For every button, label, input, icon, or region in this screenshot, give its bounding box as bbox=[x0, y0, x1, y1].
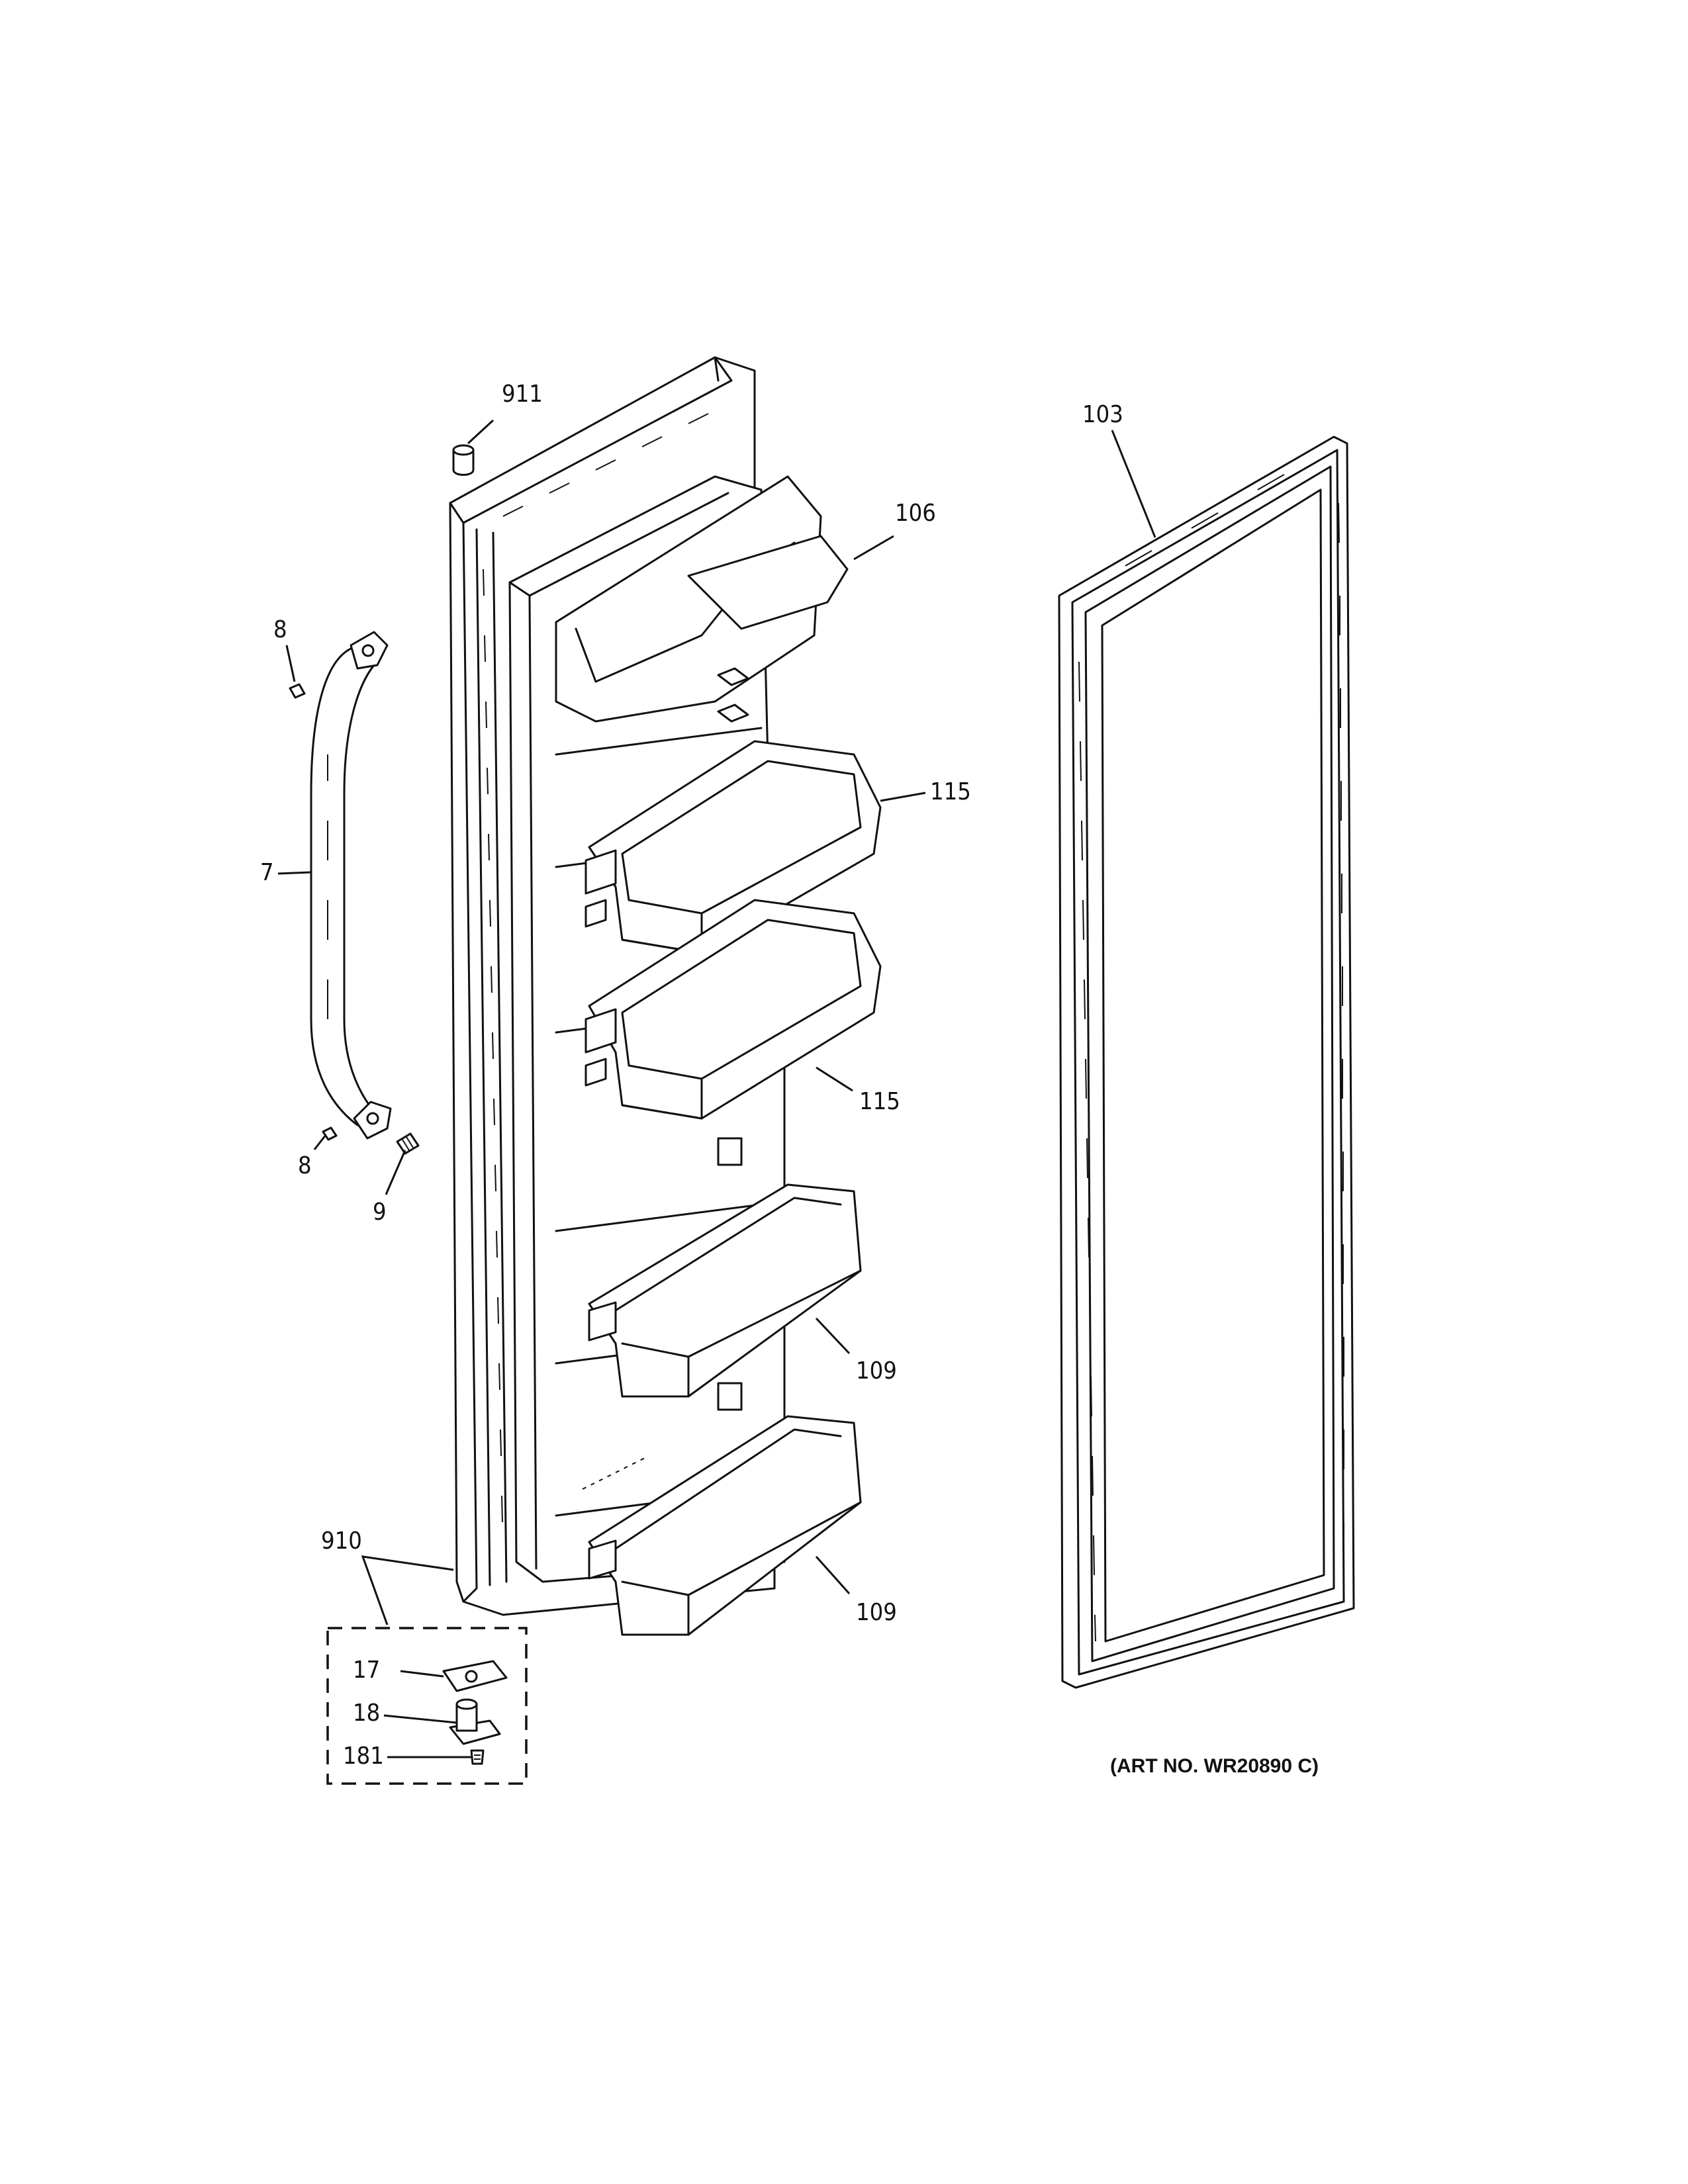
door-bin-stops bbox=[717, 1137, 743, 1411]
dairy-compartment-cover bbox=[555, 475, 822, 723]
plug-9-head bbox=[396, 1132, 420, 1155]
door-top-corner bbox=[714, 356, 720, 382]
door-bin-bottom-body bbox=[588, 1415, 862, 1636]
gasket-top-dashes bbox=[1125, 474, 1285, 567]
callout-8-bottom: 8 bbox=[298, 1152, 312, 1179]
door-bin-bottom-109 bbox=[588, 1415, 862, 1636]
hinge-screw-181 bbox=[470, 1749, 485, 1765]
door-handle-7 bbox=[310, 631, 392, 1140]
shelf-bin-lower-front bbox=[621, 1077, 703, 1120]
hinge-pin-18-top bbox=[455, 1698, 478, 1710]
door-left-edge bbox=[462, 522, 478, 1603]
door-liner-top-wall bbox=[528, 492, 729, 597]
callout-9: 9 bbox=[373, 1199, 387, 1226]
callout-109-bottom: 109 bbox=[856, 1599, 897, 1626]
door-hinge-clips bbox=[717, 667, 749, 723]
screw-8-top-body bbox=[289, 683, 306, 699]
plug-9 bbox=[396, 1132, 420, 1155]
hinge-kit-dashed-box bbox=[326, 1627, 528, 1785]
leader-lines bbox=[277, 419, 1156, 1758]
door-handle-bottom-hole bbox=[366, 1112, 379, 1125]
shelf-bin-upper-hooks bbox=[585, 849, 617, 928]
shelf-bin-upper-115 bbox=[585, 740, 882, 954]
hinge-kit-910 bbox=[326, 1627, 528, 1785]
plug-911-top bbox=[452, 444, 475, 456]
door-bin-bottom-hook bbox=[588, 1539, 617, 1580]
dairy-cover-handle bbox=[687, 535, 849, 630]
door-gasket-103 bbox=[1058, 435, 1355, 1689]
leader-8-top bbox=[285, 645, 296, 682]
callout-labels: 911 103 106 8 115 7 115 8 9 109 910 109 … bbox=[260, 381, 1123, 1770]
art-number: (ART NO. WR20890 C) bbox=[1110, 1755, 1319, 1777]
callout-181: 181 bbox=[343, 1743, 384, 1770]
leader-911 bbox=[467, 419, 494, 445]
leader-115-top bbox=[880, 792, 926, 802]
leader-9 bbox=[385, 1150, 406, 1195]
screw-8-bottom bbox=[322, 1126, 338, 1141]
plug-9-threads bbox=[402, 1136, 414, 1151]
screw-8-top bbox=[289, 683, 306, 699]
leader-103 bbox=[1111, 430, 1156, 538]
gasket-ring-2 bbox=[1071, 449, 1345, 1676]
shelf-bin-lower-body bbox=[588, 899, 882, 1120]
screw-8-bottom-body bbox=[322, 1126, 338, 1141]
door-top-edge bbox=[449, 356, 733, 524]
leader-115-mid bbox=[816, 1066, 853, 1092]
hinge-plate-17-hole bbox=[465, 1670, 478, 1683]
shelf-bin-lower-rim bbox=[621, 919, 862, 1080]
callout-7: 7 bbox=[260, 859, 274, 886]
door-gasket-line-1 bbox=[475, 528, 491, 1586]
shelf-bin-lower-115 bbox=[585, 899, 882, 1120]
callout-109-mid: 109 bbox=[856, 1357, 897, 1385]
door-gasket-dashes bbox=[483, 569, 503, 1523]
leader-17 bbox=[400, 1670, 444, 1678]
callout-8-top: 8 bbox=[273, 616, 287, 643]
gasket-inner bbox=[1101, 488, 1325, 1643]
door-bin-middle-hook bbox=[588, 1301, 617, 1342]
door-gasket-line-2 bbox=[492, 531, 508, 1583]
callout-17: 17 bbox=[353, 1657, 380, 1684]
leader-109-mid bbox=[815, 1317, 851, 1355]
shelf-bin-upper-rim bbox=[621, 760, 862, 915]
callout-115-top: 115 bbox=[930, 778, 971, 805]
callout-106: 106 bbox=[895, 500, 936, 527]
plug-911-body bbox=[452, 449, 475, 476]
leader-109-bottom bbox=[815, 1556, 851, 1594]
callout-911: 911 bbox=[502, 381, 543, 408]
leader-7 bbox=[277, 871, 312, 875]
gasket-right-dashes bbox=[1338, 502, 1344, 1562]
door-bottom-vent bbox=[582, 1455, 649, 1490]
shelf-bin-upper-body bbox=[588, 740, 882, 954]
callout-103: 103 bbox=[1082, 401, 1123, 428]
leader-8-bottom bbox=[313, 1134, 327, 1150]
door-handle-top-hole bbox=[361, 644, 375, 657]
gasket-left-dashes bbox=[1078, 661, 1096, 1642]
leader-18 bbox=[383, 1714, 457, 1724]
hinge-screw-181-threads bbox=[474, 1754, 481, 1760]
callout-910: 910 bbox=[321, 1527, 362, 1555]
callout-115-mid: 115 bbox=[859, 1088, 900, 1115]
gasket-outer bbox=[1058, 435, 1355, 1689]
plug-911 bbox=[452, 444, 475, 476]
callout-18: 18 bbox=[353, 1700, 380, 1727]
door-bin-middle-109 bbox=[588, 1183, 862, 1398]
door-bin-middle-body bbox=[588, 1183, 862, 1398]
door-top-dashes bbox=[502, 413, 709, 517]
leader-910 bbox=[361, 1555, 454, 1625]
shelf-bin-lower-hooks bbox=[585, 1008, 617, 1087]
leader-106 bbox=[853, 535, 894, 561]
door-handle-bar bbox=[310, 647, 382, 1126]
